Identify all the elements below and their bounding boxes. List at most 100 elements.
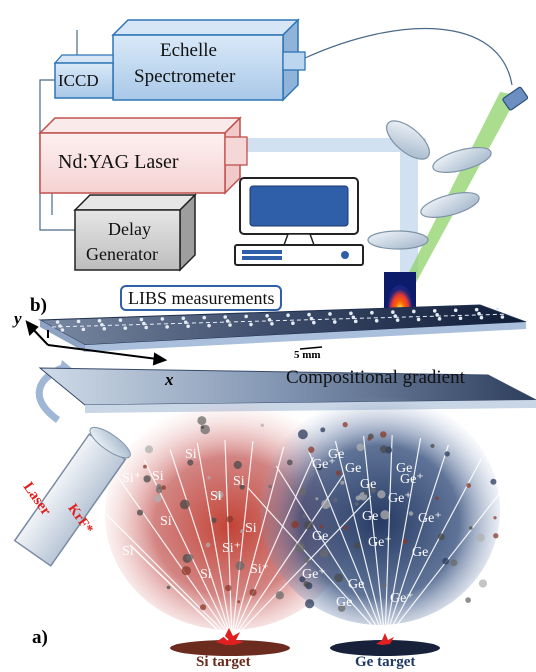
particle [340, 480, 345, 485]
particle [382, 582, 387, 588]
particle [205, 542, 211, 548]
particle [379, 445, 388, 454]
particle [319, 549, 329, 558]
particle [260, 423, 265, 427]
particle [466, 483, 472, 488]
measurement-spot [349, 311, 353, 316]
particle [161, 485, 167, 490]
sample-strip [38, 304, 527, 352]
laser-beam [129, 544, 229, 641]
measurement-spot [477, 311, 481, 316]
ndyag-laser [38, 116, 248, 195]
measurement-spot [139, 317, 144, 322]
particle [476, 533, 485, 542]
si-species-label: Si [185, 447, 197, 462]
measurement-spot [97, 318, 102, 323]
particle [380, 510, 390, 520]
particle [435, 496, 439, 501]
particle [225, 584, 232, 592]
plume-ray [307, 449, 386, 641]
plume-ray [231, 495, 372, 641]
plume-ray [275, 465, 386, 641]
particle [235, 561, 245, 571]
delay-label-line1: Delay [108, 219, 151, 239]
laser-label: Nd:YAG Laser [58, 151, 179, 173]
spectrometer-label-line2: Spectrometer [134, 66, 236, 87]
particle [315, 497, 319, 501]
measurement-spot [309, 316, 314, 321]
ge-species-label: Ge [345, 461, 362, 476]
particle [335, 470, 342, 476]
particle [179, 499, 190, 510]
particle [450, 559, 458, 567]
plume-ray [224, 440, 233, 641]
particle [226, 515, 234, 523]
measurement-spot [307, 312, 311, 317]
measurement-spot [118, 318, 123, 322]
particle [299, 576, 306, 583]
measurement-spot [437, 317, 442, 321]
particle [166, 585, 171, 590]
particle [305, 599, 315, 609]
particle [402, 539, 408, 544]
measurement-spot [244, 314, 248, 319]
ge-species-label: Ge [362, 509, 379, 524]
particle [181, 566, 191, 576]
ge-species-label: Ge⁺ [390, 591, 414, 606]
ablated-particles [136, 416, 499, 612]
plume-ray [384, 435, 393, 641]
particle [286, 459, 293, 466]
measurement-spots [55, 307, 505, 332]
particle [319, 524, 324, 529]
measurement-spot [474, 307, 479, 312]
plume-ray [247, 487, 386, 641]
particle [186, 553, 194, 562]
axis-y-label: y [14, 309, 22, 328]
ge-species-label: Ge⁺ [368, 535, 392, 550]
particle [200, 425, 205, 429]
particle [430, 443, 435, 449]
particle [215, 490, 224, 499]
ge-species-label: Ge [312, 529, 329, 544]
particle [197, 416, 207, 426]
ge-species-label: Ge [348, 577, 365, 592]
plume-ray [384, 458, 482, 641]
measurement-spot [353, 319, 358, 324]
scale-bar-label: 5 mm [294, 349, 321, 361]
plume-ray [116, 475, 233, 641]
si-species-label: Si⁺ [250, 562, 270, 577]
plume-ray [384, 444, 449, 641]
particle [354, 502, 359, 506]
particle [291, 520, 299, 529]
measurement-spot [458, 316, 463, 321]
particle [303, 581, 310, 588]
measurement-spot [102, 326, 107, 331]
particle [275, 591, 284, 600]
measurement-spot [144, 325, 149, 330]
echelle-spectrometer [111, 18, 306, 102]
measurement-spot [55, 320, 60, 324]
measurement-spot [291, 321, 295, 325]
delay-label-line2: Generator [86, 244, 158, 264]
particle [320, 427, 326, 433]
particle [478, 579, 488, 588]
si-species-label: Si [200, 567, 212, 582]
particle [239, 484, 245, 490]
measurement-spot [370, 310, 374, 315]
ge-target-label: Ge target [355, 654, 416, 670]
particle [370, 487, 376, 493]
measurement-spot [207, 323, 211, 328]
libs-measurements-label: LIBS measurements [120, 285, 283, 311]
delay-generator [73, 193, 197, 272]
particle [143, 475, 151, 483]
si-target-label: Si target [196, 654, 251, 670]
collection-beam [400, 92, 518, 290]
measurement-spot [391, 310, 395, 314]
measurement-spot [328, 312, 332, 316]
measurement-spot [202, 315, 207, 320]
particle [237, 600, 241, 604]
particle [353, 542, 361, 549]
particle [442, 557, 450, 565]
particle [342, 421, 348, 428]
